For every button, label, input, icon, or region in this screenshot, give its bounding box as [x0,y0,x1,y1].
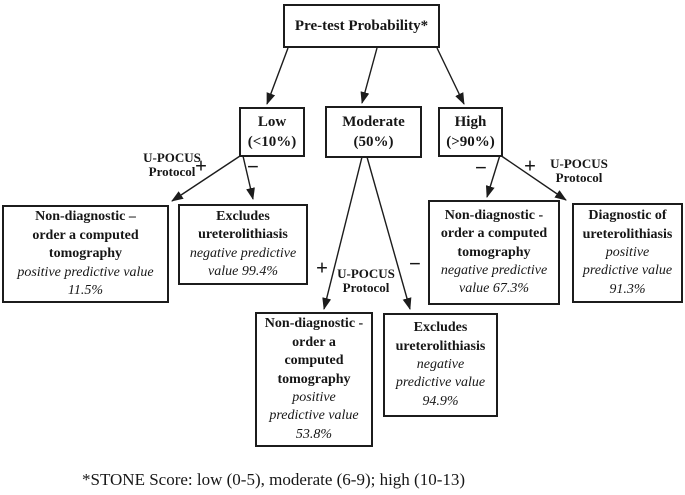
node-pretest-probability: Pre-test Probability* [283,4,440,48]
outcome-title: Non-diagnostic - order a computed tomogr… [440,207,548,260]
edge-low-negative [242,155,255,200]
outcome-title: Diagnostic of ureterolithiasis [582,208,673,242]
upocus-protocol-label-middle: U-POCUS Protocol [337,266,395,295]
minus-sign-low: − [247,154,259,179]
outcome-title: Excludes ureterolithiasis [395,320,486,354]
node-moderate-label: Moderate (50%) [342,113,405,150]
node-outcome-moderate-positive: Non-diagnostic - order a computed tomogr… [255,312,373,447]
edge-low-positive [171,155,241,202]
node-pretest-label: Pre-test Probability* [294,17,429,34]
outcome-title: Non-diagnostic - order a computed tomogr… [264,316,364,387]
minus-sign-moderate: − [409,251,421,276]
minus-sign-high: − [475,155,487,180]
node-moderate-probability: Moderate (50%) [325,106,422,158]
edge-moderate-negative [366,156,412,310]
upocus-protocol-label-left: U-POCUS Protocol [143,150,201,179]
upocus-protocol-label-right: U-POCUS Protocol [550,156,608,185]
plus-sign-moderate: + [316,255,328,280]
outcome-detail: negative predictive value 99.4% [189,245,297,279]
outcome-title: Excludes ureterolithiasis [198,208,288,243]
node-low-probability: Low (<10%) [239,107,305,157]
plus-sign-high: + [524,153,536,178]
node-outcome-low-positive: Non-diagnostic – order a computed tomogr… [2,205,169,303]
node-outcome-low-negative: Excludes ureterolithiasis negative predi… [178,204,308,285]
outcome-detail: positive predictive value 53.8% [269,390,359,442]
outcome-detail: negative predictive value 94.9% [395,357,486,409]
node-outcome-moderate-negative: Excludes ureterolithiasis negative predi… [383,313,498,417]
edge-moderate-positive [322,156,363,310]
outcome-detail: negative predictive value 67.3% [440,263,548,297]
node-outcome-high-negative: Non-diagnostic - order a computed tomogr… [428,200,560,305]
edge-high-negative [485,154,501,198]
edge-root-high [436,47,465,105]
node-high-label: High (>90%) [446,113,495,150]
plus-sign-low: + [195,153,207,178]
outcome-detail: positive predictive value 91.3% [582,245,673,297]
edge-high-positive [499,154,567,201]
outcome-detail: positive predictive value 11.5% [17,264,154,298]
edge-root-moderate [360,47,378,104]
outcome-title: Non-diagnostic – order a computed tomogr… [32,209,139,262]
edge-root-low [266,47,289,105]
node-high-probability: High (>90%) [438,107,503,157]
node-outcome-high-positive: Diagnostic of ureterolithiasis positive … [572,203,683,303]
stone-score-footnote: *STONE Score: low (0-5), moderate (6-9);… [82,470,466,489]
node-low-label: Low (<10%) [247,113,297,150]
